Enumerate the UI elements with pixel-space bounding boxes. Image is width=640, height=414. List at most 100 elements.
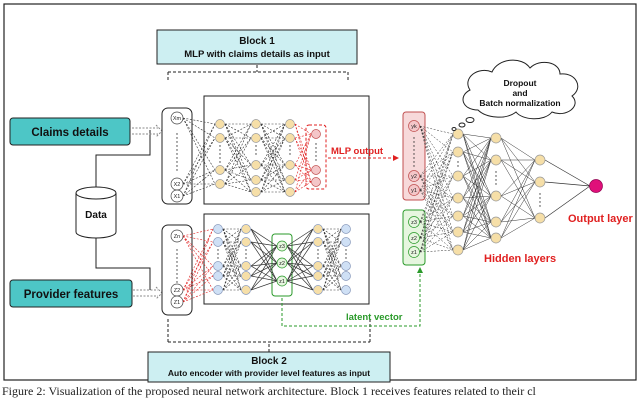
- edge: [294, 133, 312, 166]
- hidden-node: [452, 244, 464, 256]
- edge: [419, 151, 454, 239]
- concat-mlp-node: [408, 170, 420, 182]
- edge: [500, 159, 536, 239]
- ae-node: [313, 271, 323, 281]
- edge: [500, 217, 536, 239]
- edge: [462, 175, 492, 239]
- edge: [462, 151, 492, 161]
- edge: [250, 245, 278, 267]
- ae-node: [213, 224, 223, 234]
- ae-input-ellipsis: [176, 277, 178, 279]
- hidden-node: [452, 226, 464, 238]
- latent-node: [276, 257, 288, 269]
- mlp-hidden-node: [285, 133, 295, 143]
- edge: [182, 137, 216, 185]
- edge: [182, 289, 214, 303]
- mlp-output-ellipsis: [315, 143, 317, 145]
- concat-latent-node-label: z3: [411, 220, 417, 226]
- edge: [322, 228, 342, 243]
- provider-input-arrow: [133, 286, 163, 300]
- block1-bracket: [167, 65, 349, 82]
- edge: [462, 137, 492, 199]
- mlp-output-ellipsis: [315, 159, 317, 161]
- latent-node-label: z1: [279, 279, 285, 285]
- ae-node: [313, 237, 323, 247]
- edge: [419, 175, 454, 199]
- mlp-input-ellipsis: [176, 153, 178, 155]
- edge: [419, 221, 454, 233]
- concat-latent-node-label: z2: [411, 236, 417, 242]
- mlp-input-ellipsis: [176, 169, 178, 171]
- mlp-hidden-node: [251, 119, 261, 129]
- hidden-node: [490, 132, 502, 144]
- edge: [250, 245, 278, 277]
- edge: [419, 189, 454, 199]
- edge: [182, 117, 216, 139]
- cloud-shape: [451, 59, 579, 131]
- hidden-node: [534, 154, 546, 166]
- edge: [250, 262, 278, 277]
- mlp-hidden-ellipsis: [219, 161, 221, 163]
- edge: [294, 133, 312, 181]
- edge: [286, 262, 314, 277]
- edge: [250, 280, 278, 291]
- edge: [294, 137, 312, 183]
- ae-input-ellipsis: [176, 253, 178, 255]
- ae-input-node-label: Zn: [174, 234, 180, 240]
- edge: [250, 241, 278, 247]
- ae-node: [241, 224, 251, 234]
- edge: [462, 237, 492, 251]
- edge: [182, 169, 216, 185]
- mlp-input-node: [170, 111, 184, 125]
- mlp-hidden-ellipsis: [289, 149, 291, 151]
- mlp-hidden-node: [251, 175, 261, 185]
- cloud-line2: and: [512, 88, 527, 98]
- edge: [182, 123, 216, 185]
- cloud-line3: Batch normalization: [479, 98, 560, 108]
- edge: [286, 228, 314, 282]
- edge: [224, 179, 252, 185]
- edge: [419, 189, 454, 251]
- edge: [500, 217, 536, 223]
- ae-node: [213, 285, 223, 295]
- latent-vector-label: latent vector: [346, 312, 403, 323]
- edge: [260, 123, 286, 181]
- mlp-output-ellipsis: [315, 147, 317, 149]
- concat-ellipsis: [413, 165, 415, 167]
- edge: [462, 133, 492, 197]
- edge: [500, 137, 536, 161]
- concat-ellipsis: [413, 153, 415, 155]
- edge: [182, 235, 214, 267]
- mlp-hidden-ellipsis: [219, 157, 221, 159]
- edge: [250, 241, 278, 264]
- edge: [260, 123, 286, 166]
- edge: [462, 175, 492, 197]
- edge: [260, 137, 286, 181]
- hidden-node: [534, 212, 546, 224]
- latent-node-label: z3: [279, 244, 285, 250]
- edge: [222, 241, 242, 291]
- edge: [182, 241, 214, 303]
- edge: [419, 133, 454, 223]
- edge: [500, 181, 536, 239]
- edge: [419, 175, 454, 251]
- mlp-hidden-node: [285, 160, 295, 170]
- mlp-input-ellipsis: [176, 137, 178, 139]
- edge: [419, 175, 454, 217]
- edge: [462, 133, 492, 139]
- ae-node: [213, 271, 223, 281]
- mlp-input-node: [170, 189, 184, 203]
- mlp-input-ellipsis: [176, 141, 178, 143]
- mlp-hidden-node: [215, 179, 225, 189]
- mlp-hidden-node: [285, 175, 295, 185]
- edge: [260, 123, 286, 139]
- mlp-input-ellipsis: [176, 149, 178, 151]
- concat-mlp-node-label: y2: [411, 174, 417, 180]
- edge: [419, 221, 454, 251]
- edge: [224, 123, 252, 185]
- hidden-ellipsis: [495, 179, 497, 181]
- mlp-input-ellipsis: [176, 165, 178, 167]
- ae-node: [313, 224, 323, 234]
- edge: [224, 137, 252, 166]
- hidden-layers-label: Hidden layers: [484, 253, 556, 265]
